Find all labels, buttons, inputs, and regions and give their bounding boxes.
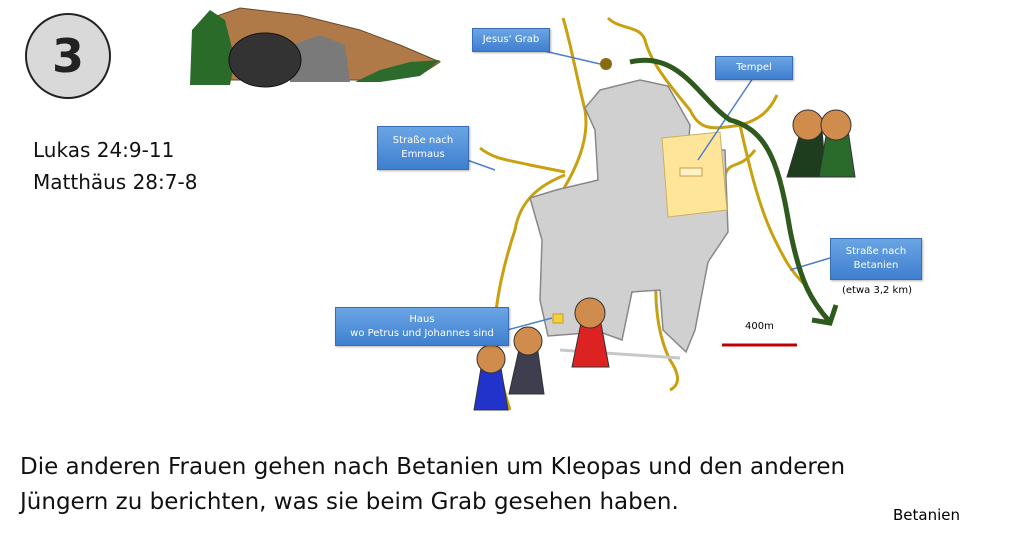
grave-marker: [600, 58, 612, 70]
slide-number-badge: 3: [25, 13, 111, 99]
route-arrow: [629, 57, 832, 324]
label-text: Betanien: [853, 260, 899, 271]
caption-line: Die anderen Frauen gehen nach Betanien u…: [20, 454, 846, 480]
bible-reference: Lukas 24:9-11: [33, 138, 175, 162]
label-text: Tempel: [736, 62, 772, 73]
label-temple: Tempel: [715, 56, 793, 80]
person-pawn-blue: [473, 344, 509, 411]
caption-line: Jüngern zu berichten, was sie beim Grab …: [20, 489, 679, 515]
person-pawn-green: [818, 109, 856, 178]
tomb-illustration: [190, 7, 442, 88]
label-house: Haus wo Petrus und Johannes sind: [335, 307, 509, 346]
person-pawn-red: [571, 297, 610, 368]
footer-label: Betanien: [893, 506, 961, 524]
temple-building: [661, 131, 728, 218]
person-pawn-dark-green: [786, 109, 827, 178]
bible-reference: Matthäus 28:7-8: [33, 170, 198, 194]
distance-note: (etwa 3,2 km): [842, 285, 912, 296]
label-text: wo Petrus und Johannes sind: [350, 327, 494, 339]
label-text: Straße nach: [392, 135, 454, 146]
label-text: Straße nach: [845, 246, 907, 257]
label-text: Haus: [409, 313, 435, 325]
label-text: Emmaus: [401, 149, 445, 160]
label-jesus-grave: Jesus‘ Grab: [472, 28, 550, 52]
label-text: Jesus‘ Grab: [482, 34, 540, 45]
house-marker: [552, 313, 564, 324]
scale-label: 400m: [745, 321, 774, 332]
person-pawn-dark: [508, 326, 545, 395]
